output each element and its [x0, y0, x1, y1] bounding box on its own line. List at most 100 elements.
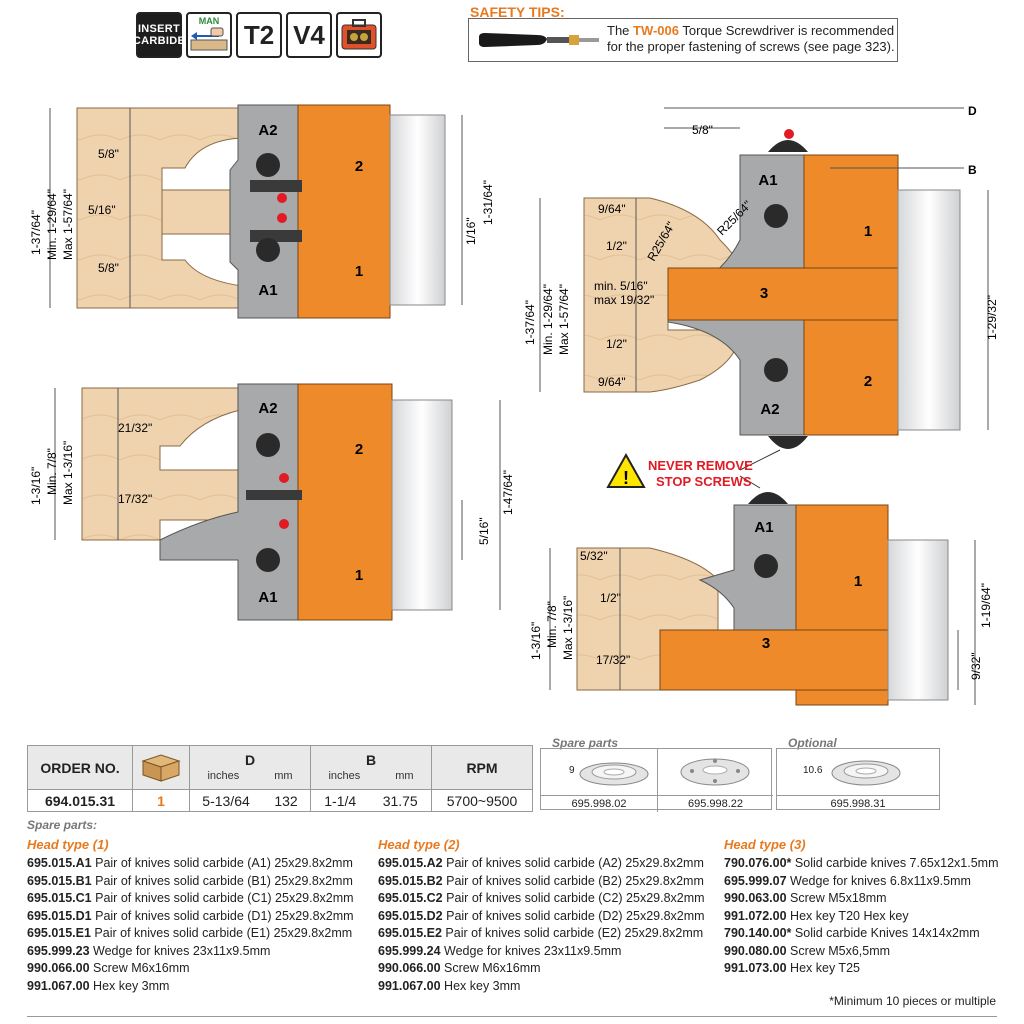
stop-screw — [748, 492, 788, 504]
part-code: 695.015.A1 — [27, 856, 92, 870]
dimension-label: 5/8" — [98, 147, 119, 161]
diagram-4 — [576, 492, 949, 706]
part-code: 695.015.B2 — [378, 873, 443, 888]
hex-screw-icon — [764, 204, 788, 228]
dimension-label: Max 1-3/16" — [561, 596, 575, 660]
dimension-label: 1-19/64" — [979, 583, 993, 628]
dimension-label: B — [968, 163, 977, 177]
list-item: 695.015.C1 Pair of knives solid carbide … — [27, 890, 354, 908]
spare-parts-label: Spare parts: — [27, 818, 98, 832]
part-description: Wedge for knives 6.8x11x9.5mm — [786, 873, 971, 888]
part-description: Pair of knives solid carbide (E2) 25x29.… — [441, 926, 704, 940]
hex-screw-icon — [256, 238, 280, 262]
rpm-header: RPM — [431, 745, 533, 790]
spare-part-cell — [658, 749, 773, 795]
manual-feed-badge: MAN — [186, 12, 232, 58]
hex-screw-icon — [754, 554, 778, 578]
dimension-label: 1-37/64" — [29, 210, 43, 255]
part-code: 695.015.B1 — [27, 873, 92, 888]
head-type-1-title: Head type (1) — [27, 837, 109, 852]
safety-text-highlight: TW-006 — [633, 23, 679, 38]
part-description: Screw M6x16mm — [89, 961, 190, 975]
unit-label: inches — [207, 769, 240, 782]
badge-text: T2 — [243, 19, 275, 50]
b-header-label: B — [365, 751, 377, 768]
warning-text: NEVER REMOVE — [648, 458, 753, 473]
cutter-shaft — [887, 539, 949, 701]
washer-icon — [680, 758, 750, 786]
dimension-label: 1-3/16" — [29, 467, 43, 505]
knife-label-a2: A2 — [258, 400, 277, 417]
list-item: 990.063.00 Screw M5x18mm — [724, 890, 999, 908]
part-code: 990.063.00 — [724, 891, 787, 905]
spare-part-cell: 9 — [541, 749, 658, 795]
list-item: 695.015.C2 Pair of knives solid carbide … — [378, 890, 705, 908]
table-row: 694.015.31 1 5-13/64 132 1-1/4 31.75 570… — [27, 789, 533, 812]
part-dimension: 10.6 — [803, 765, 823, 776]
part-description: Solid carbide knives 7.65x12x1.5mm — [791, 856, 999, 870]
knife-label-a1: A1 — [258, 282, 277, 299]
dimension-label: max 19/32" — [594, 293, 654, 307]
dimension-label: Max 1-57/64" — [61, 189, 75, 260]
part-description: Hex key T20 Hex key — [786, 908, 909, 923]
d-header: D inches mm — [189, 745, 311, 790]
stop-screw — [768, 436, 808, 449]
red-dot-marker — [279, 473, 289, 483]
dimension-label: 1-29/32" — [985, 295, 999, 340]
list-item: 990.066.00 Screw M6x16mm — [27, 960, 354, 978]
body-label-1: 1 — [355, 567, 363, 584]
part-description: Solid carbide Knives 14x14x2mm — [791, 926, 980, 940]
list-item: 990.080.00 Screw M5x6,5mm — [724, 943, 999, 961]
head-type-2-list: 695.015.A2 Pair of knives solid carbide … — [378, 855, 705, 995]
dimension-label: 5/32" — [580, 549, 608, 563]
list-item: 695.015.B2 Pair of knives solid carbide … — [378, 873, 705, 891]
list-item: 695.015.D2 Pair of knives solid carbide … — [378, 908, 705, 926]
part-dimension: 9 — [569, 765, 575, 776]
toolcase-icon — [341, 19, 377, 50]
list-item: 695.015.D1 Pair of knives solid carbide … — [27, 908, 354, 926]
list-item: 790.140.00* Solid carbide Knives 14x14x2… — [724, 925, 999, 943]
knife-label-a1: A1 — [258, 589, 277, 606]
dimension-label: min. 5/16" — [594, 279, 648, 293]
part-code: 695.015.C1 — [27, 891, 92, 905]
dimension-label: 1/2" — [600, 591, 621, 605]
order-table: ORDER NO. D inches mm B inches mm RPM 69… — [27, 745, 533, 812]
order-no-header: ORDER NO. — [27, 745, 133, 790]
safety-tips-text: The TW-006 Torque Screwdriver is recomme… — [607, 23, 897, 55]
part-code: 990.080.00 — [724, 943, 787, 958]
quantity: 1 — [132, 789, 190, 812]
spare-part-code: 695.998.02 — [541, 795, 658, 812]
part-code: 790.140.00* — [724, 926, 792, 940]
spare-parts-box-title: Spare parts — [552, 736, 619, 750]
part-description: Wedge for knives 23x11x9.5mm — [89, 943, 271, 958]
red-dot-marker — [784, 129, 794, 139]
bottom-divider — [27, 1016, 997, 1017]
part-description: Pair of knives solid carbide (D1) 25x29.… — [91, 908, 354, 923]
tenon — [161, 189, 243, 235]
warning-text: STOP SCREWS — [656, 474, 752, 489]
orange-knife-holder — [659, 629, 889, 691]
cutter-shaft — [897, 189, 961, 431]
part-code: 991.067.00 — [378, 978, 441, 993]
dimension-label: Min. 7/8" — [45, 448, 59, 495]
footnote: *Minimum 10 pieces or multiple — [829, 994, 996, 1008]
knife — [250, 180, 302, 192]
part-description: Hex key T25 — [786, 961, 860, 975]
hex-screw-icon — [256, 548, 280, 572]
body-label-1: 1 — [355, 263, 363, 280]
part-code: 695.015.D2 — [378, 908, 443, 923]
part-code: 990.066.00 — [378, 961, 441, 975]
body-label-2: 2 — [355, 441, 363, 458]
dimension-label: Min. 1-29/64" — [541, 284, 555, 355]
badge-text: INSERT — [137, 23, 181, 35]
dimension-label: 5/16" — [88, 203, 116, 217]
list-item: 991.067.00 Hex key 3mm — [27, 978, 354, 996]
cutter-shaft — [391, 399, 453, 611]
dimension-label: 9/64" — [598, 202, 626, 216]
part-code: 991.067.00 — [27, 978, 90, 993]
dimension-label: 9/32" — [969, 652, 983, 680]
part-code: 695.015.E2 — [378, 926, 442, 940]
box-icon-header — [132, 745, 190, 790]
knife-label-a1: A1 — [754, 519, 773, 536]
insert-carbide-badge: INSERT CARBIDE — [133, 12, 185, 58]
